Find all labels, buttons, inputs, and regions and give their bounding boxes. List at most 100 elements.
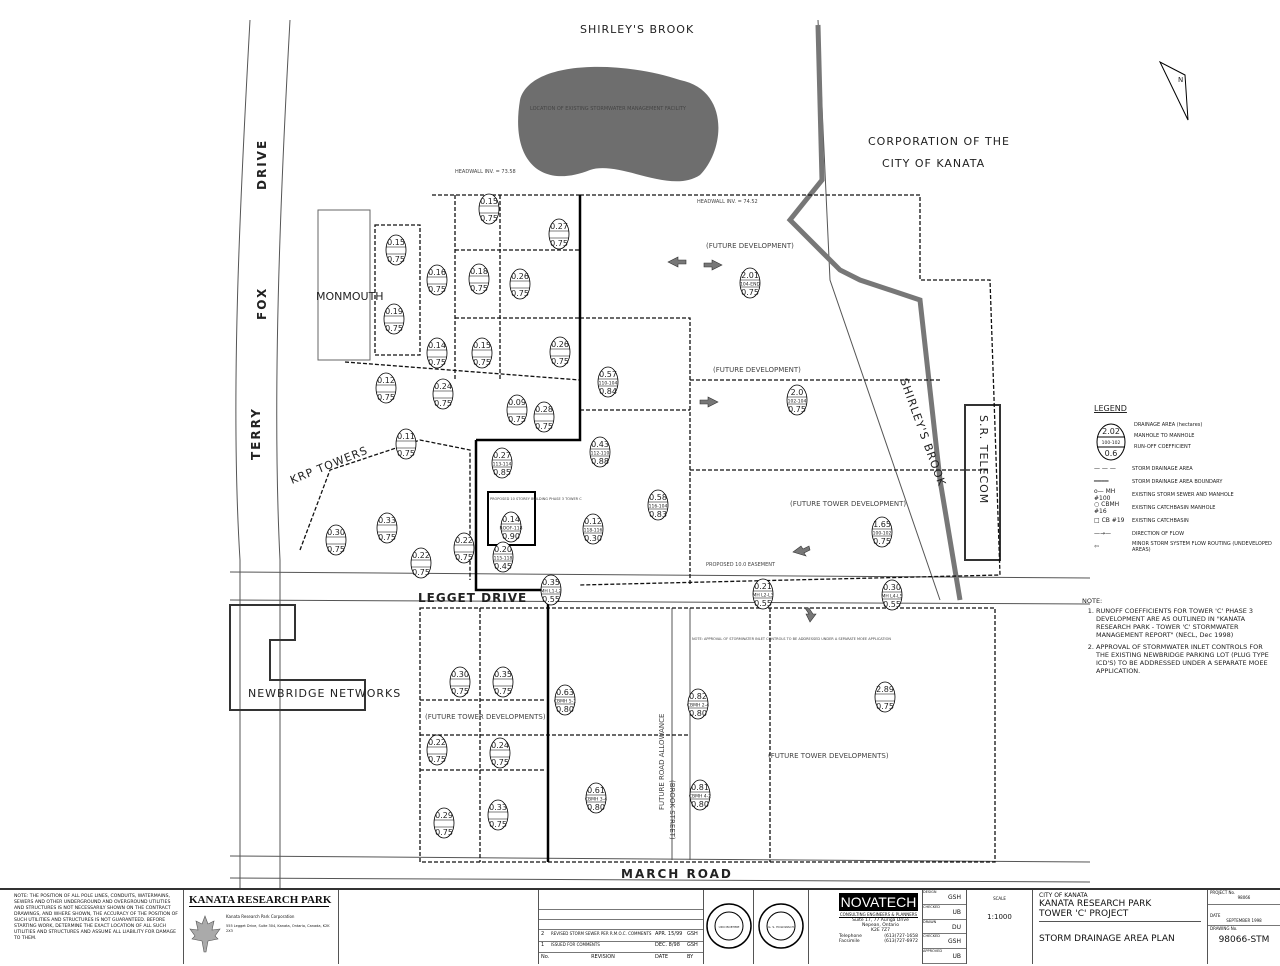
manhole-to-manhole: 104-END <box>740 282 760 288</box>
drainage-area-value: 0.35 <box>494 670 512 679</box>
legend-symbol: □ CB #19 <box>1094 517 1125 524</box>
proposed-easement-label: PROPOSED 10.0 EASEMENT <box>706 562 776 568</box>
roads <box>229 19 1091 888</box>
firm-facsimile: Facsimile(613)727-6972 <box>839 939 918 944</box>
drainage-area-value: 0.19 <box>385 307 403 316</box>
runoff-coefficient: 0.83 <box>649 510 667 519</box>
drainage-area-oval: 0.11 0.75 <box>395 428 417 460</box>
drainage-area-oval: 2.89 0.75 <box>874 681 896 713</box>
legend-label: EXISTING CATCHBASIN <box>1132 517 1189 524</box>
svg-text:0.6: 0.6 <box>1105 449 1118 458</box>
drainage-area-oval: 0.33 0.75 <box>487 799 509 831</box>
firm-block: NOVATECH CONSULTING ENGINEERS & PLANNERS… <box>808 890 922 964</box>
runoff-coefficient: 0.75 <box>473 358 491 367</box>
manhole-to-manhole: 118-116 <box>584 528 603 534</box>
drainage-area-value: 2.01 <box>741 271 759 280</box>
drainage-area-value: 0.09 <box>508 398 526 407</box>
drainage-area-oval: 0.18 0.75 <box>468 263 490 295</box>
drainage-area-oval: 0.20 115-118 0.45 <box>492 541 514 573</box>
drainage-area-value: 1.65 <box>873 520 891 529</box>
runoff-coefficient: 0.55 <box>754 599 772 608</box>
legend-symbol: ━━━━ <box>1094 478 1109 485</box>
future-development-label: (FUTURE DEVELOPMENT) <box>713 366 801 374</box>
runoff-coefficient: 0.75 <box>489 820 507 829</box>
blank-block <box>338 890 538 964</box>
legend-title: LEGEND <box>1094 404 1127 413</box>
runoff-coefficient: 0.75 <box>451 687 469 696</box>
runoff-coefficient: 0.75 <box>377 393 395 402</box>
client-logo: KANATA RESEARCH PARK <box>189 894 332 907</box>
drainage-area-oval: 0.22 0.75 <box>426 734 448 766</box>
manhole-to-manhole: CBMH 2-4 <box>687 703 709 709</box>
notes: NOTE: RUNOFF COEFFICIENTS FOR TOWER 'C' … <box>1082 597 1277 679</box>
note-item: APPROVAL OF STORMWATER INLET CONTROLS FO… <box>1096 643 1277 675</box>
drainage-area-oval: 1.65 100-102 0.75 <box>871 516 893 548</box>
drainage-area-oval: 0.15 0.75 <box>471 337 493 369</box>
drainage-area-value: 0.20 <box>494 545 512 554</box>
drainage-area-value: 0.30 <box>883 583 901 592</box>
drainage-area-oval: 0.24 0.75 <box>489 737 511 769</box>
drainage-area-value: 0.24 <box>434 382 452 391</box>
legend-sample-oval: 2.02 100-102 0.6 <box>1096 423 1126 461</box>
runoff-coefficient: 0.75 <box>434 399 452 408</box>
legend-item: RUN-OFF COEFFICIENT <box>1134 441 1274 452</box>
general-note: NOTE: THE POSITION OF ALL POLE LINES, CO… <box>14 894 178 941</box>
notes-title: NOTE: <box>1082 597 1103 605</box>
flow-routing-arrows <box>667 256 817 623</box>
drainage-area-oval: 0.35 MH L1-L2 0.55 <box>540 574 562 606</box>
manhole-to-manhole: 112-110 <box>591 451 610 457</box>
runoff-coefficient: 0.45 <box>494 562 512 571</box>
runoff-coefficient: 0.75 <box>397 449 415 458</box>
firm-tagline: CONSULTING ENGINEERS & PLANNERS <box>839 912 918 918</box>
drainage-area-value: 0.61 <box>587 786 605 795</box>
legend-item: □ CB #19 EXISTING CATCHBASIN <box>1094 514 1274 527</box>
drainage-area-value: 0.16 <box>428 268 446 277</box>
runoff-coefficient: 0.75 <box>788 405 806 414</box>
manhole-to-manhole: MH L2-L3 <box>752 593 773 599</box>
runoff-coefficient: 0.80 <box>691 800 709 809</box>
runoff-coefficient: 0.75 <box>535 422 553 431</box>
drainage-area-value: 0.63 <box>556 688 574 697</box>
drainage-area-value: 0.26 <box>511 272 529 281</box>
drainage-area-value: 0.22 <box>412 551 430 560</box>
drainage-area-value: 0.33 <box>489 803 507 812</box>
scale-label: SCALE <box>993 896 1006 901</box>
drawing-title: STORM DRAINAGE AREA PLAN <box>1039 934 1175 944</box>
drainage-area-value: 0.14 <box>428 341 446 350</box>
scale-value: 1:1000 <box>987 913 1012 921</box>
drainage-area-value: 0.12 <box>377 376 395 385</box>
svg-text:2.02: 2.02 <box>1102 427 1120 436</box>
fox-drive-label-fox: FOX <box>255 287 269 320</box>
drainage-area-oval: 0.27 0.75 <box>548 218 570 250</box>
drainage-area-value: 0.12 <box>584 517 602 526</box>
legend-symbol: — — — <box>1094 465 1116 472</box>
corporation-label: CORPORATION OF THE <box>868 135 1010 148</box>
drainage-area-oval: 0.27 113-114 0.85 <box>491 447 513 479</box>
drainage-area-oval: 0.16 0.75 <box>426 264 448 296</box>
project-title-block: CITY OF KANATA KANATA RESEARCH PARK TOWE… <box>1032 890 1207 964</box>
monmouth-building <box>317 209 371 361</box>
terry-fox-label-terry: TERRY <box>249 407 263 460</box>
runoff-coefficient: 0.75 <box>412 568 430 577</box>
drainage-area-oval: 0.30 0.75 <box>449 666 471 698</box>
runoff-coefficient: 0.75 <box>508 415 526 424</box>
drainage-area-value: 0.81 <box>691 783 709 792</box>
title-block: NOTE: THE POSITION OF ALL POLE LINES, CO… <box>0 888 1280 966</box>
future-tower-development-label: (FUTURE TOWER DEVELOPMENT) <box>790 500 906 508</box>
drainage-area-value: 0.28 <box>535 405 553 414</box>
drainage-area-value: 0.18 <box>470 267 488 276</box>
runoff-coefficient: 0.88 <box>591 457 609 466</box>
drainage-area-value: 0.22 <box>455 536 473 545</box>
drawing-number-block: PROJECT No. 98066 DATE SEPTEMBER 1998 DR… <box>1207 890 1280 964</box>
manhole-to-manhole: 102-104 <box>788 399 807 405</box>
legend-label: DRAINAGE AREA (hectares) <box>1134 421 1203 428</box>
storm-drainage-areas <box>299 194 1001 863</box>
runoff-coefficient: 0.75 <box>455 553 473 562</box>
